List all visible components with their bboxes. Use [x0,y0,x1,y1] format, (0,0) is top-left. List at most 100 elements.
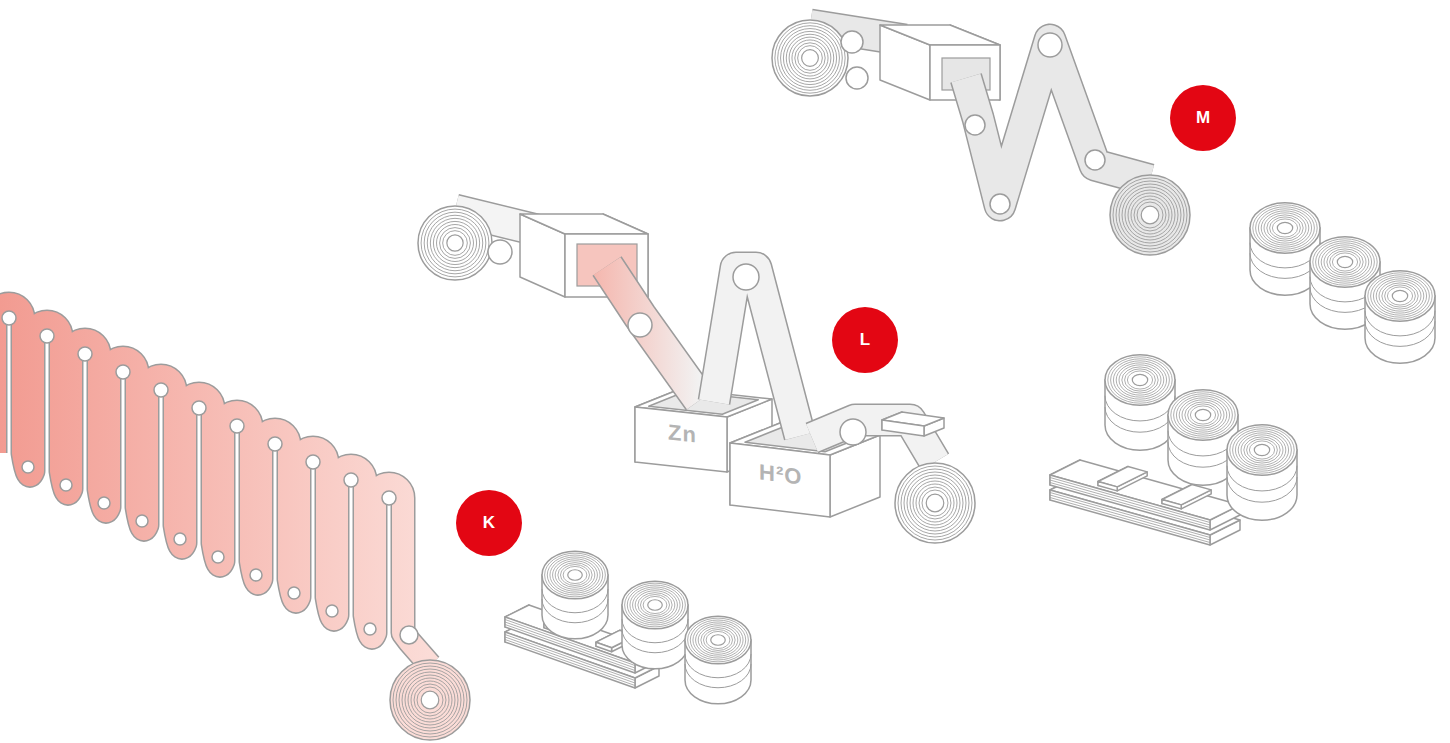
coil-core [1141,206,1159,224]
roller [98,497,110,509]
coil-ring [1247,439,1278,461]
coil-ring [643,596,667,613]
coil-ring [1330,251,1361,273]
roller [306,455,320,469]
coil-band [1365,321,1435,346]
coil-ring [1110,175,1190,255]
roller [840,419,866,445]
coil-ring [1332,253,1357,271]
node-label: H²O [759,460,802,490]
metal-strip-edge [966,40,1150,205]
roller [154,383,168,397]
roller [733,264,759,290]
coil-ring [685,616,751,664]
coil-ring [1168,390,1238,440]
coil-ring [1176,396,1229,434]
coil-ring [1385,285,1416,307]
coil-core [1337,256,1352,267]
coil-ring [437,225,474,262]
coil-ring [1190,406,1215,424]
coil-ring [542,551,608,599]
coil-ring [563,566,587,583]
roller [1085,150,1105,170]
coil-ring [440,228,471,259]
metal-strip [0,304,430,665]
coil-ring [1137,202,1163,228]
coil-ring [1272,219,1297,237]
coil-ring [1122,187,1178,243]
coil-band [542,599,608,623]
coil-ring [1264,213,1306,243]
coil-core [926,494,944,512]
coil-ring [1131,196,1169,234]
coil-ring [640,595,669,616]
node-label: L [860,331,870,350]
coil-ring [1324,247,1366,277]
zinc-bath: Zn [640,410,724,458]
coil-core [802,50,819,67]
coil-ring [1379,281,1421,311]
roller [60,479,72,491]
box-front [635,407,727,472]
coil-ring [1128,193,1172,237]
coil-ring [898,466,972,540]
coil-ring [688,618,749,662]
node-label: Zn [668,420,697,447]
coil-ring [1327,249,1363,275]
coil-core [568,570,583,580]
box-front [1098,482,1117,491]
coil-ring [706,631,730,648]
coil-ring [1125,190,1175,240]
coil-core [1254,444,1269,455]
coil-ring [919,487,951,519]
roller [174,533,186,545]
coil-ring [1244,437,1280,463]
coil-ring [1119,184,1181,246]
roller [268,437,282,451]
coil-ring [1233,429,1292,471]
box-top [880,25,1000,45]
coil-ring [424,212,486,274]
coil-ring [698,626,738,655]
coil-ring [1108,357,1172,403]
coil-core [1195,409,1210,420]
roller [382,491,396,505]
coil-ring [1365,271,1435,321]
coil-ring [783,31,836,84]
coil-ring [1250,203,1320,253]
coil-ring [427,215,483,271]
roller [116,365,130,379]
coil-ring [904,472,966,534]
coil-ring [547,555,602,595]
coil-ring [560,565,589,586]
coil-ring [789,37,831,79]
coil-band [1105,407,1175,432]
coil-ring [622,581,688,629]
coil-ring [414,684,446,716]
box-front [596,642,612,652]
roller [990,194,1010,214]
coil-ring [411,681,449,719]
coil-ring [1238,433,1286,467]
coil-ring [418,206,492,280]
coil-ring [1313,239,1377,285]
coil-ring [1235,431,1288,469]
roller [250,569,262,581]
roller [2,311,16,325]
roller [846,67,868,89]
coil-ring [555,561,595,590]
coil-core [711,635,726,645]
coil-ring [1116,363,1164,397]
coil-ring [1127,371,1152,389]
metal-strip-edge [812,420,935,462]
coil-ring [1116,181,1184,249]
coil-ring [1387,287,1412,305]
coil-ring [1368,273,1432,319]
coil-ring [390,660,470,740]
coil-ring [638,593,672,618]
roller [1038,33,1062,57]
roller [136,515,148,527]
coil-ring [703,630,732,651]
coil-ring [1179,398,1227,432]
line-badge: L [832,307,898,373]
